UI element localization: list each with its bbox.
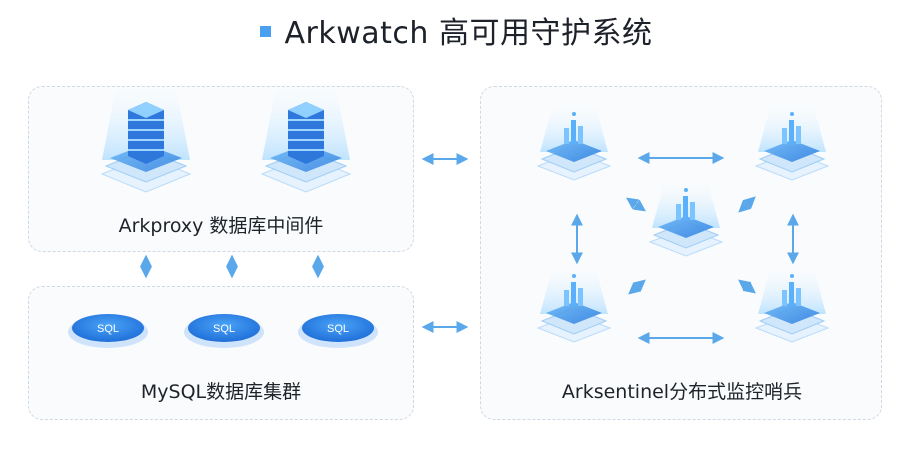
- title-bullet-icon: [259, 25, 271, 37]
- page-title: Arkwatch 高可用守护系统: [284, 16, 653, 51]
- sentinel-link-arrow: [738, 279, 756, 294]
- sentinel-link-arrow: [626, 197, 646, 212]
- sql-node: SQL: [68, 314, 148, 348]
- sentinel-link-arrow: [738, 196, 756, 213]
- sentinel-node-icon: [537, 107, 611, 181]
- sql-label: SQL: [213, 323, 235, 335]
- sentinel-node-icon: [537, 269, 611, 343]
- mysql-label: MySQL数据库集群: [140, 381, 302, 403]
- sentinel-node-icon: [755, 269, 829, 343]
- sql-label: SQL: [327, 323, 349, 335]
- sentinel-link-arrow: [628, 279, 646, 295]
- sentinel-label: Arksentinel分布式监控哨兵: [561, 381, 803, 403]
- sql-node: SQL: [184, 314, 264, 348]
- proxy-server-icon: [101, 87, 191, 193]
- proxy-server-icon: [261, 87, 351, 193]
- sentinel-node-icon: [755, 107, 829, 181]
- proxy-label: Arkproxy 数据库中间件: [118, 215, 324, 237]
- proxy-panel: [28, 86, 414, 252]
- sentinel-node-icon: [649, 183, 723, 257]
- sql-label: SQL: [97, 323, 119, 335]
- mysql-panel: [28, 286, 414, 420]
- sql-node: SQL: [298, 314, 378, 348]
- title-bar: Arkwatch 高可用守护系统: [0, 8, 912, 52]
